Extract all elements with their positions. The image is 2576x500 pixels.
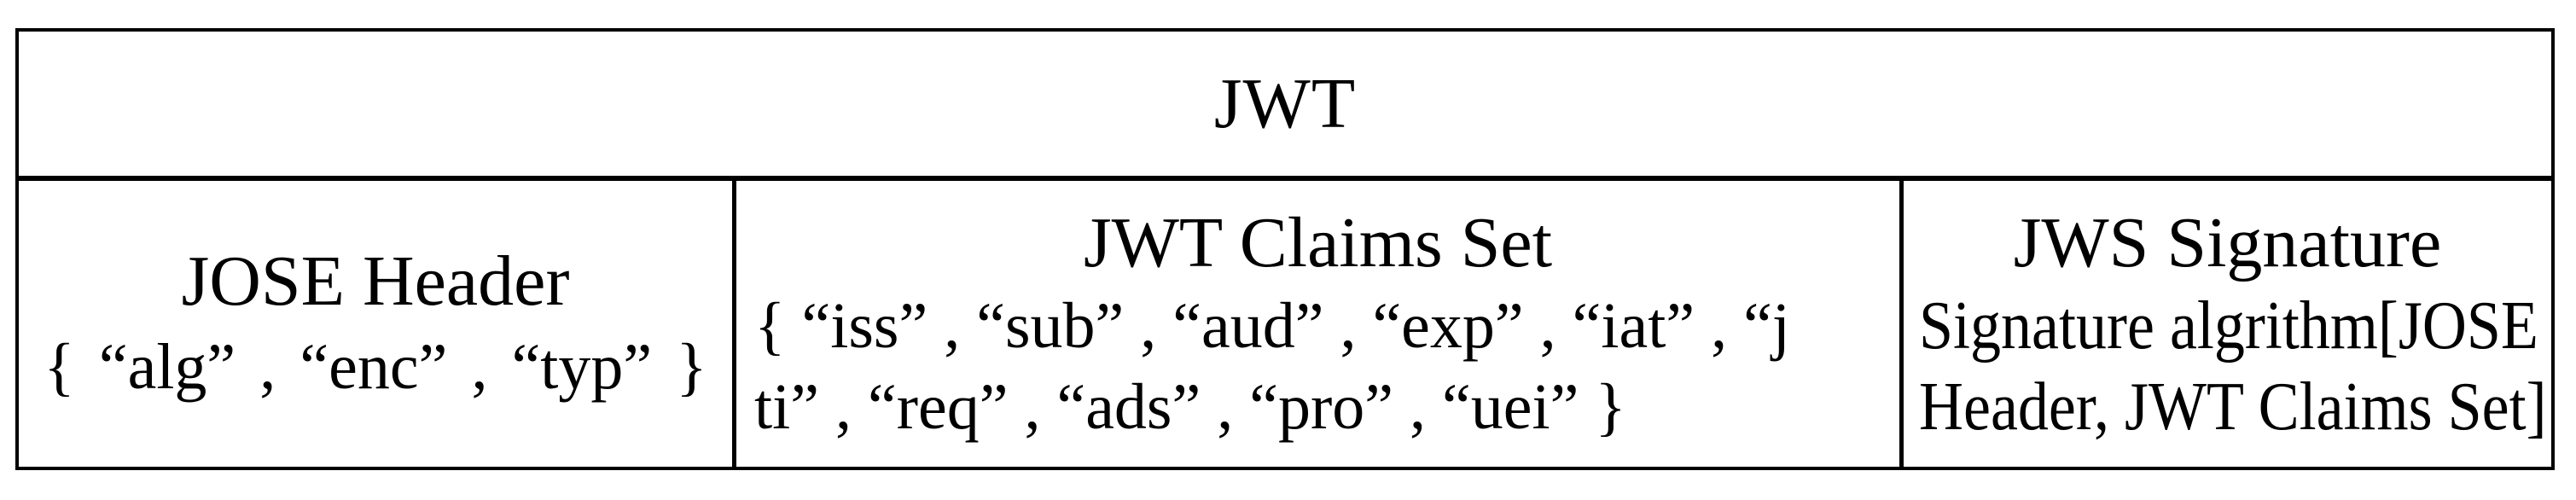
jwt-header-row: JWT	[19, 32, 2551, 181]
column-jose-header: JOSE Header { “alg” , “enc” , “typ” }	[19, 181, 736, 467]
jwt-structure-table: JWT JOSE Header { “alg” , “enc” , “typ” …	[15, 28, 2555, 470]
jose-header-heading: JOSE Header	[181, 241, 570, 321]
jws-signature-line-1: Signature algrithm[JOSE	[1919, 288, 2538, 363]
claims-set-heading: JWT Claims Set	[1083, 202, 1553, 282]
jws-signature-line-2: Header, JWT Claims Set]	[1919, 369, 2547, 445]
jws-signature-heading: JWS Signature	[2013, 202, 2442, 282]
column-jws-signature: JWS Signature Signature algrithm[JOSE He…	[1904, 181, 2551, 467]
claims-set-line-2: ti” , “req” , “ads” , “pro” , “uei” }	[754, 370, 1626, 443]
jwt-title: JWT	[1213, 63, 1357, 143]
column-jwt-claims-set: JWT Claims Set { “iss” , “sub” , “aud” ,…	[736, 181, 1904, 467]
jose-header-params-line: { “alg” , “enc” , “typ” }	[44, 330, 707, 403]
jwt-parts-row: JOSE Header { “alg” , “enc” , “typ” } JW…	[19, 181, 2551, 467]
claims-set-line-1: { “iss” , “sub” , “aud” , “exp” , “iat” …	[754, 289, 1790, 362]
